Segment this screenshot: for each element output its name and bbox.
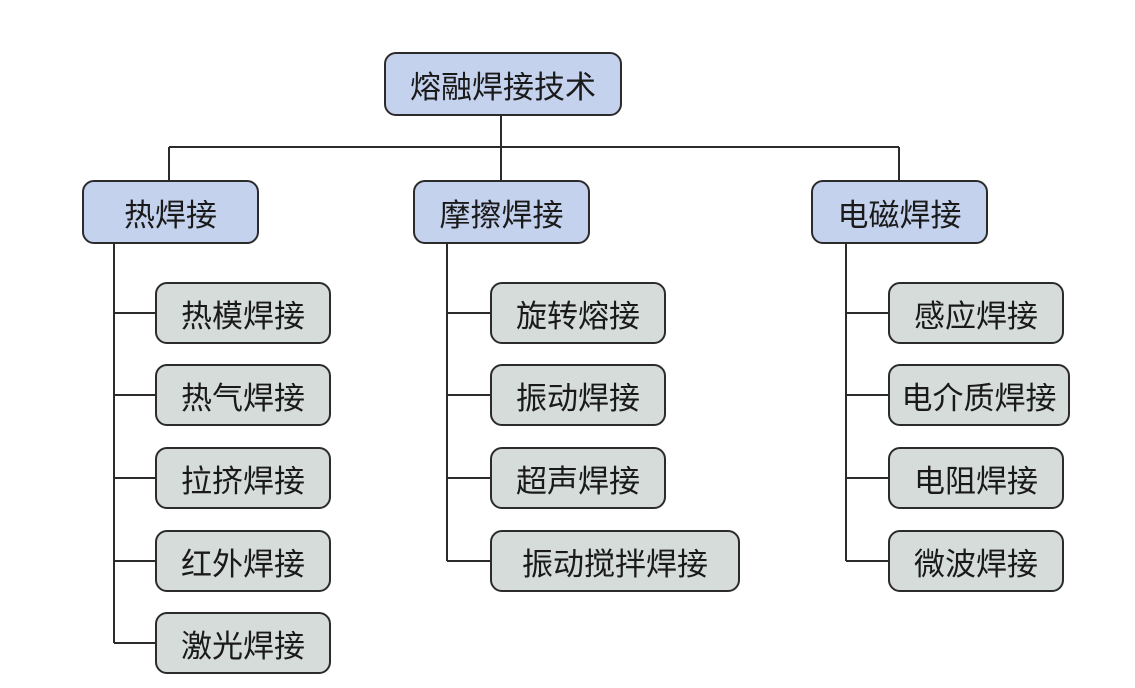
item-node-induction-welding: 感应焊接 [888, 282, 1064, 344]
item-node-hot-plate-welding: 热模焊接 [155, 282, 331, 344]
item-node-friction-stir-welding: 振动搅拌焊接 [490, 530, 740, 592]
item-node-microwave-welding: 微波焊接 [888, 530, 1064, 592]
item-node-vibration-welding: 振动焊接 [490, 364, 666, 426]
item-node-dielectric-welding: 电介质焊接 [888, 364, 1070, 426]
category-node-friction-welding: 摩擦焊接 [413, 180, 590, 244]
item-node-extrusion-welding: 拉挤焊接 [155, 447, 331, 509]
item-node-ultrasonic-welding: 超声焊接 [490, 447, 666, 509]
item-node-spin-welding: 旋转熔接 [490, 282, 666, 344]
root-node: 熔融焊接技术 [384, 52, 622, 116]
item-node-hot-gas-welding: 热气焊接 [155, 364, 331, 426]
category-node-thermal-welding: 热焊接 [82, 180, 259, 244]
item-node-infrared-welding: 红外焊接 [155, 530, 331, 592]
item-node-laser-welding: 激光焊接 [155, 612, 331, 674]
category-node-electromagnetic-welding: 电磁焊接 [811, 180, 988, 244]
item-node-resistance-welding: 电阻焊接 [888, 447, 1064, 509]
